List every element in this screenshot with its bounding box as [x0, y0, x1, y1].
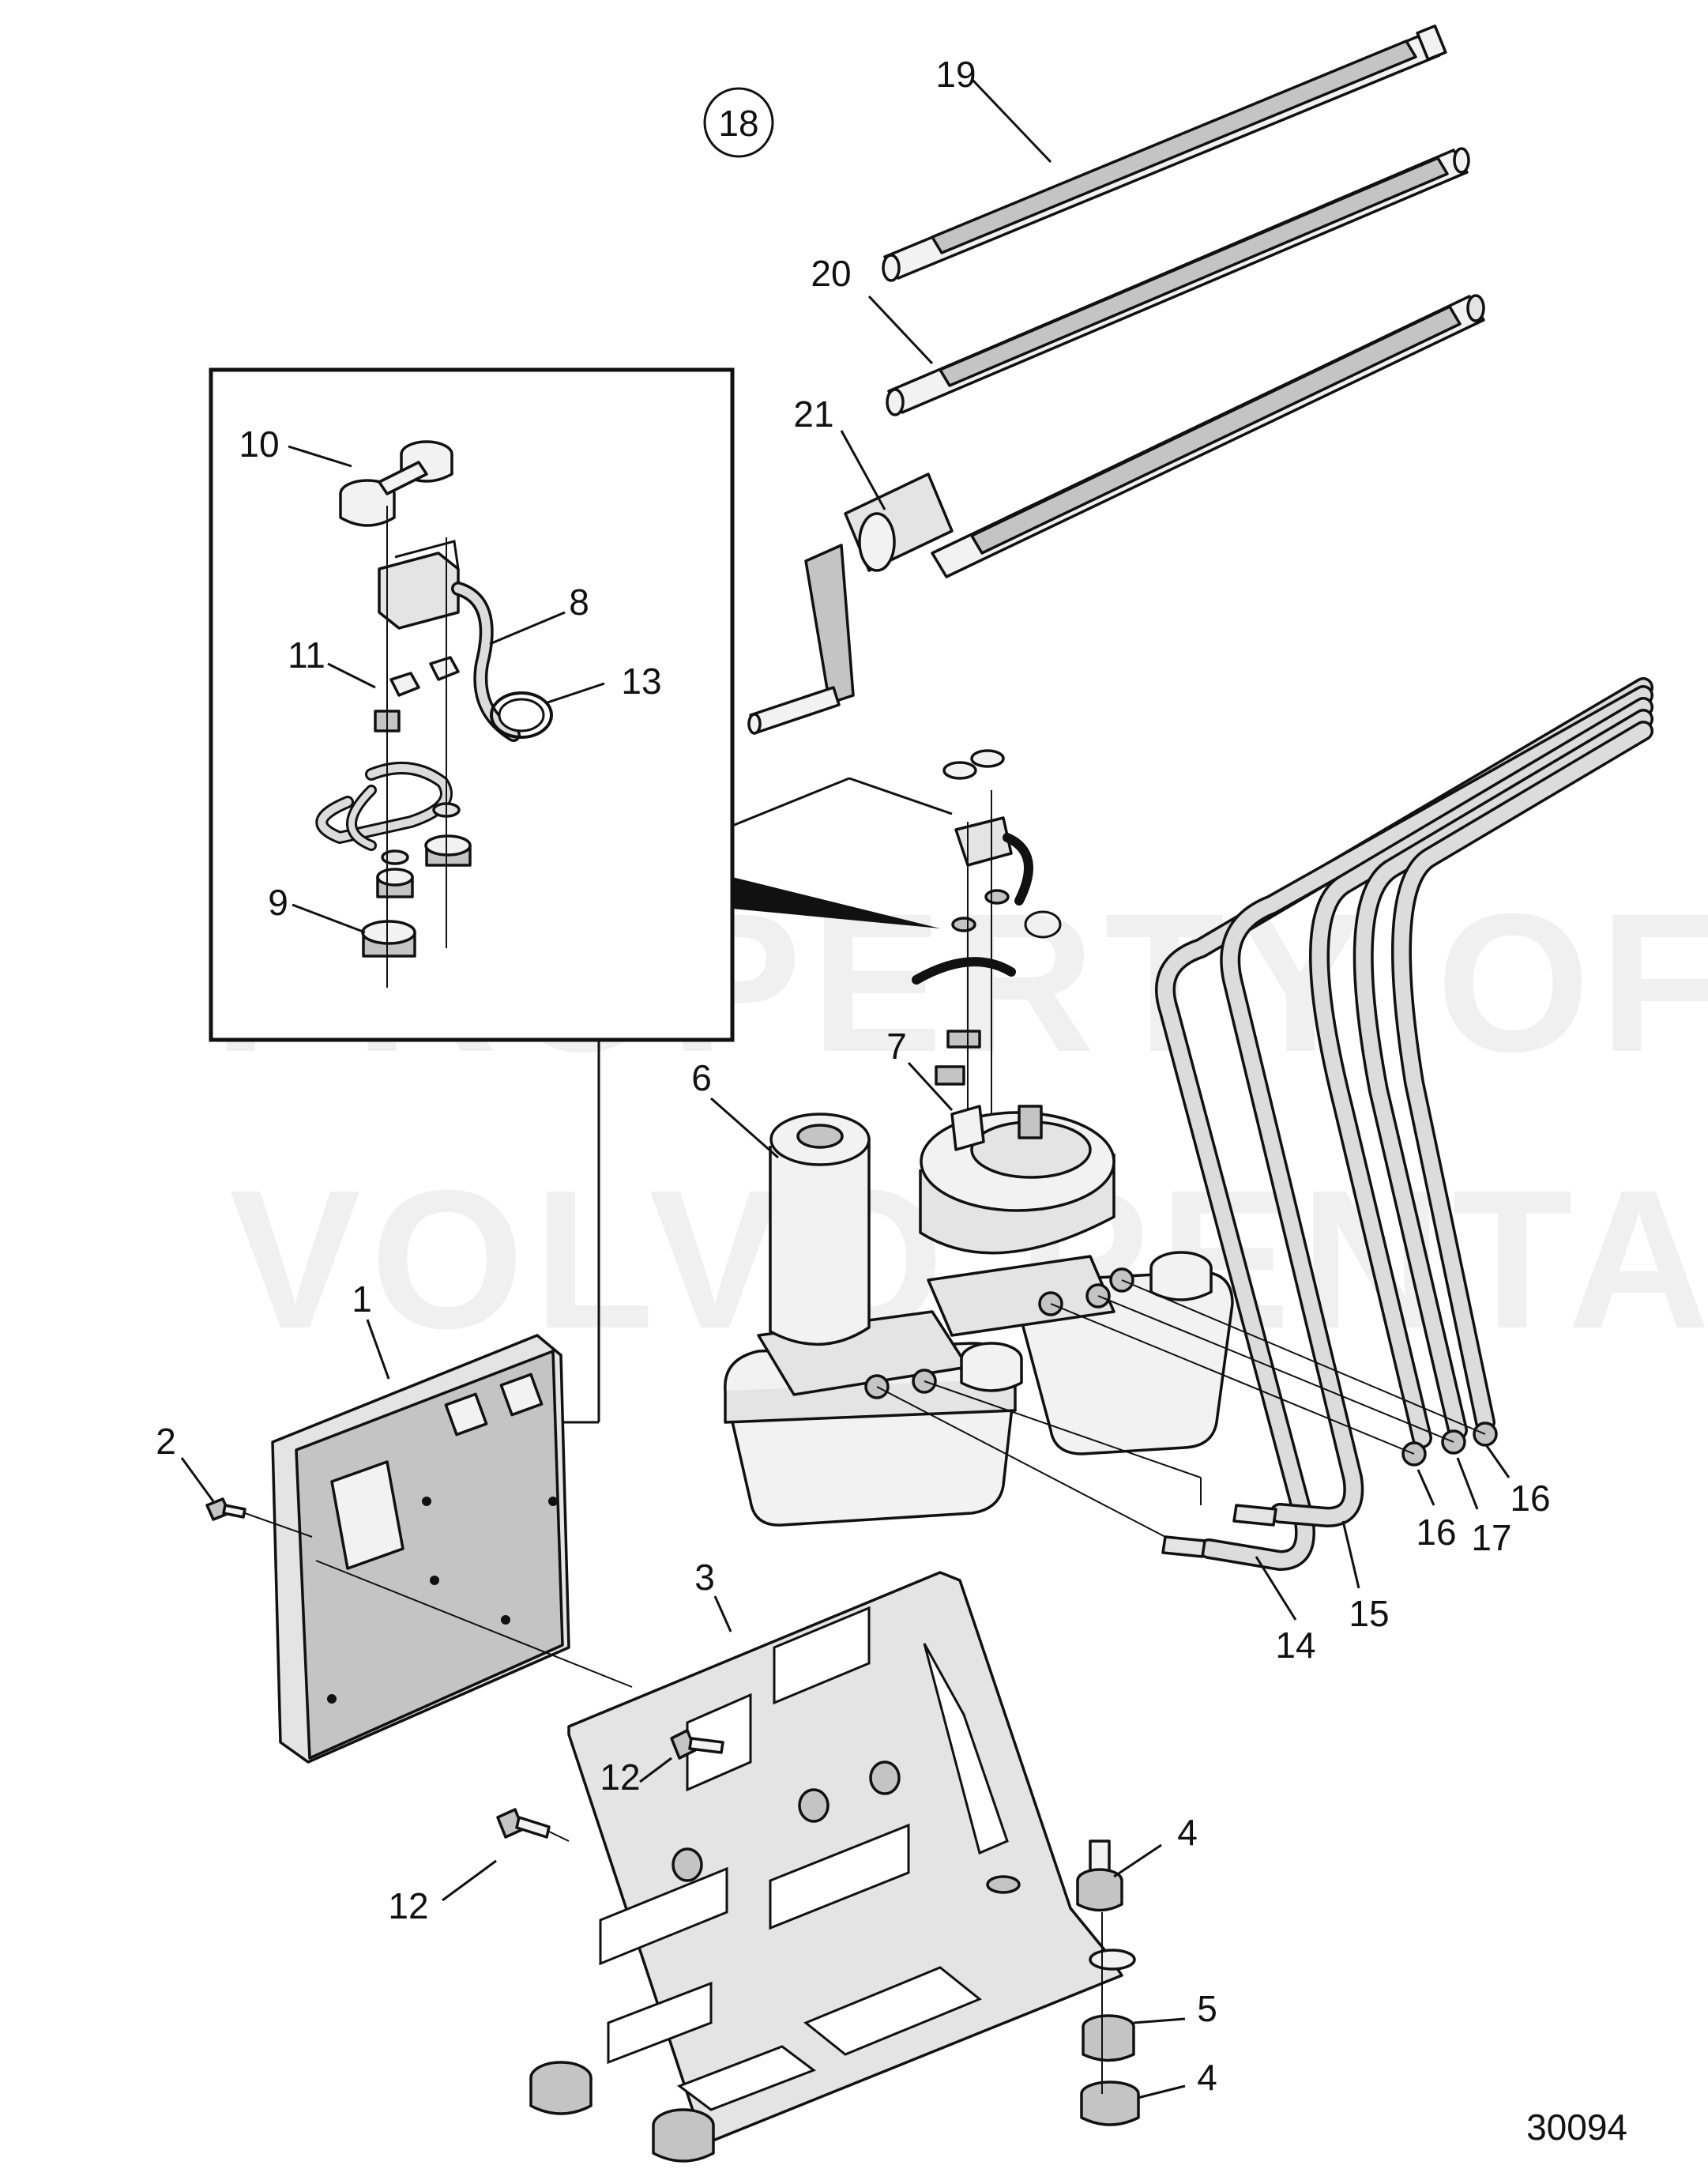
callout-1-label: 1 [352, 1278, 372, 1320]
callout-6-label: 6 [691, 1057, 712, 1098]
callout-3-label: 3 [694, 1557, 715, 1598]
callout-17-label: 17 [1471, 1517, 1511, 1558]
callout-leaders [180, 77, 1510, 2099]
callout-labels: 19 20 21 10 8 11 13 9 6 7 1 2 3 12 12 4 … [156, 54, 1550, 2098]
callout-21-label: 21 [793, 393, 833, 435]
callout-13-label: 13 [621, 661, 661, 702]
bolts-12 [496, 1729, 724, 1842]
small-parts-stack [912, 749, 1062, 1169]
mount-stack [1076, 1839, 1140, 2126]
rod-20 [886, 147, 1470, 416]
screw-2 [205, 1497, 313, 1538]
callout-5-label: 5 [1197, 1988, 1217, 2029]
rod-21-with-crank [747, 294, 1485, 735]
bracket [529, 1571, 1123, 2163]
callout-2-label: 2 [156, 1421, 176, 1462]
callout-11-label: 11 [288, 634, 325, 676]
callout-12a-label: 12 [600, 1757, 640, 1798]
callout-20-label: 20 [811, 253, 851, 294]
callout-7-label: 7 [886, 1026, 907, 1067]
callout-4a-label: 4 [1177, 1812, 1198, 1853]
callout-16b-label: 16 [1510, 1478, 1550, 1519]
detail-inset [209, 367, 735, 1042]
callout-8-label: 8 [569, 582, 589, 623]
callout-18-label: 18 [718, 103, 758, 144]
callout-10-label: 10 [239, 424, 279, 465]
callout-4b-label: 4 [1197, 2057, 1217, 2098]
hydraulic-hoses [876, 677, 1653, 1571]
callout-14-label: 14 [1275, 1625, 1315, 1666]
callout-9-label: 9 [268, 882, 288, 923]
callout-12b-label: 12 [388, 1885, 428, 1926]
callout-15-label: 15 [1349, 1593, 1389, 1634]
callout-18: 18 [703, 87, 774, 158]
rod-19 [882, 24, 1447, 282]
callout-16a-label: 16 [1416, 1512, 1456, 1553]
figure-number: 30094 [1526, 2107, 1627, 2148]
inset-leader [537, 777, 953, 1424]
callout-19-label: 19 [935, 54, 976, 95]
control-unit [271, 1334, 570, 1764]
